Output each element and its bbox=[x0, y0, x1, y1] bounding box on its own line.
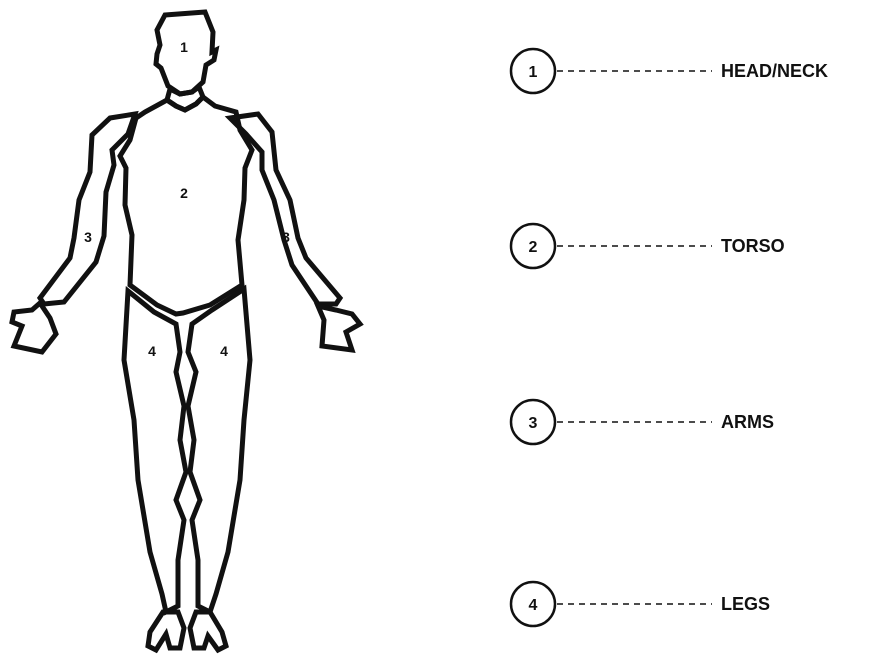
legend-number: 1 bbox=[529, 64, 538, 81]
legend-item-arms: 3 ARMS bbox=[511, 400, 774, 444]
torso-outline bbox=[120, 97, 252, 314]
right-foot-outline bbox=[190, 612, 226, 650]
legend-number: 4 bbox=[529, 597, 538, 614]
legend-number: 2 bbox=[529, 239, 538, 256]
torso-region: 2 bbox=[120, 97, 252, 314]
right-hand-outline bbox=[318, 306, 360, 350]
legend-item-legs: 4 LEGS bbox=[511, 582, 770, 626]
region-number-torso: 2 bbox=[180, 185, 188, 201]
head-neck-region: 1 bbox=[156, 12, 216, 110]
legend-label: HEAD/NECK bbox=[721, 61, 828, 81]
legend-label: LEGS bbox=[721, 594, 770, 614]
left-arm-outline bbox=[40, 114, 135, 304]
left-foot-outline bbox=[148, 612, 184, 650]
legend-label: ARMS bbox=[721, 412, 774, 432]
arms-region: 3 3 bbox=[12, 114, 360, 352]
legs-region: 4 4 bbox=[124, 289, 250, 650]
left-leg-outline bbox=[124, 291, 186, 612]
region-number-left-arm: 3 bbox=[84, 229, 92, 245]
region-number-right-arm: 3 bbox=[282, 229, 290, 245]
region-number-head: 1 bbox=[180, 39, 188, 55]
left-hand-outline bbox=[12, 303, 56, 352]
legend-label: TORSO bbox=[721, 236, 785, 256]
right-leg-outline bbox=[188, 289, 250, 612]
legend: 1 HEAD/NECK 2 TORSO 3 ARMS 4 LEGS bbox=[511, 49, 828, 626]
legend-item-torso: 2 TORSO bbox=[511, 224, 785, 268]
legend-number: 3 bbox=[529, 415, 538, 432]
legend-item-head-neck: 1 HEAD/NECK bbox=[511, 49, 828, 93]
region-number-right-leg: 4 bbox=[220, 343, 228, 359]
region-number-left-leg: 4 bbox=[148, 343, 156, 359]
